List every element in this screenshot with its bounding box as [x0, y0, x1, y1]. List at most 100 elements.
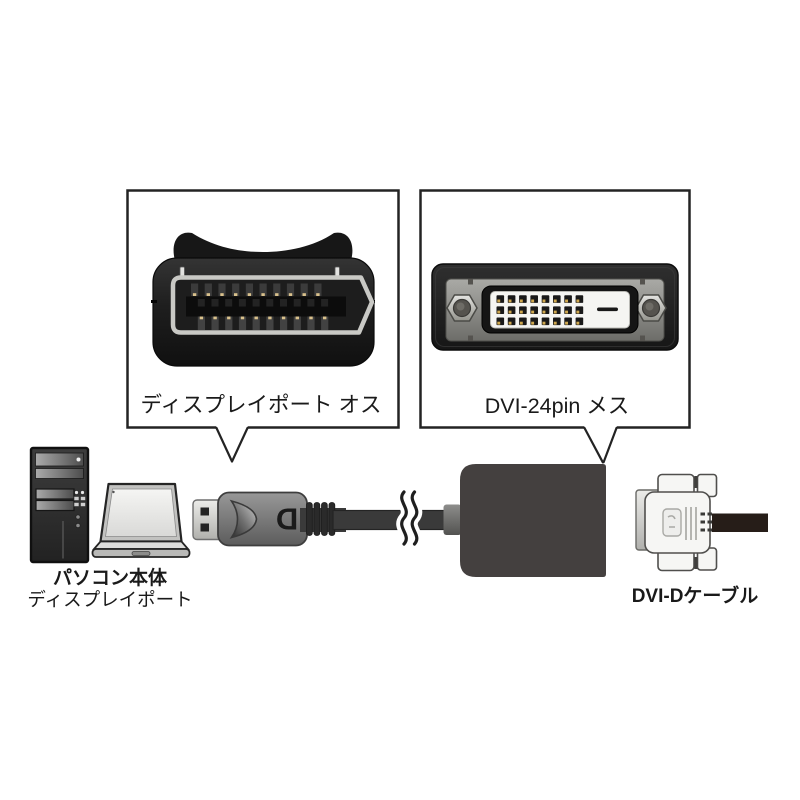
pin [199, 316, 204, 320]
dp-logo-letter: D [276, 502, 298, 537]
pin [519, 299, 523, 303]
adapter-cable [332, 486, 462, 550]
pin [275, 293, 279, 296]
dvi-black-cable [712, 513, 768, 532]
pin [218, 283, 226, 296]
pin [232, 283, 240, 296]
pin [240, 316, 245, 320]
pc-label-line1: パソコン本体 [53, 566, 168, 589]
dp-logo-crescent [229, 499, 258, 539]
dvi-plug-vents [685, 507, 697, 540]
pin [197, 299, 205, 307]
pin [565, 310, 568, 314]
pin [238, 316, 247, 330]
pin [542, 310, 546, 314]
panel-notch [468, 279, 473, 285]
dp-photo-seam-left [151, 300, 157, 303]
laptop-keyboard-deck [92, 540, 190, 550]
pin [307, 316, 315, 330]
pin [293, 299, 301, 307]
pin [553, 299, 557, 303]
cable-break-icon [396, 486, 423, 550]
pin [286, 283, 295, 296]
pin [211, 316, 219, 330]
displayport-male-photo [151, 232, 375, 367]
pin [531, 299, 535, 303]
pin [531, 321, 535, 325]
dvi-plug-grille [700, 512, 712, 532]
dvi-logo-mark [667, 515, 676, 528]
pin [225, 299, 233, 307]
dp-pin-row-middle [197, 299, 329, 307]
pin [266, 316, 274, 330]
pin [497, 321, 501, 325]
pin [309, 316, 313, 320]
dvi-hex-nut-right [635, 294, 667, 322]
dvi-callout-pointer [583, 425, 618, 464]
pin [508, 310, 512, 314]
panel-notch [640, 335, 645, 341]
dvi-pin-grid [496, 295, 584, 326]
dvi-female-photo [431, 263, 679, 351]
pin [542, 299, 546, 303]
pin [280, 316, 288, 330]
dvi-d-plug-icon [635, 473, 768, 572]
pin [225, 316, 233, 330]
panel-notch [640, 279, 645, 285]
pin [213, 316, 217, 320]
pin [321, 316, 329, 330]
cable-strain-nub [443, 504, 462, 535]
pin [245, 283, 253, 296]
pin [300, 283, 308, 296]
dp-plug-pin-hole [200, 507, 209, 516]
pin [542, 321, 546, 325]
pin [211, 299, 219, 307]
laptop-screen [105, 488, 177, 537]
pin [519, 310, 523, 314]
pin [280, 299, 287, 307]
pin [576, 299, 580, 303]
pin [321, 299, 329, 307]
pin [531, 310, 535, 314]
thumbscrew-shaft [694, 557, 698, 569]
pin [565, 321, 568, 325]
cable-run [332, 509, 447, 531]
pin [307, 299, 315, 307]
pin [266, 299, 274, 307]
webcam-dot [112, 490, 115, 494]
pin [314, 283, 322, 296]
dp-plug-pin-hole [200, 523, 209, 532]
pin [252, 299, 260, 307]
pin [268, 316, 272, 320]
pin [192, 293, 197, 296]
pin [497, 299, 501, 303]
panel-notch [468, 335, 473, 341]
dp-pin-row-top [191, 283, 322, 296]
pin [191, 283, 199, 296]
tower-button [75, 514, 81, 520]
dvi-cable-label: DVI-Dケーブル [632, 584, 759, 607]
pc-label-line2: ディスプレイポート [27, 589, 192, 610]
pin [576, 321, 580, 325]
pin [220, 293, 224, 296]
tower-button [75, 522, 81, 529]
laptop-icon [91, 482, 191, 558]
desktop-pc-icon [29, 446, 90, 564]
pin [254, 316, 258, 320]
pin [238, 299, 246, 307]
displayport-callout-pointer [215, 425, 249, 463]
pin [293, 316, 301, 330]
pin [316, 293, 320, 296]
pin [234, 293, 238, 296]
pin [247, 293, 252, 296]
pin [302, 293, 306, 296]
pin [508, 299, 512, 303]
pin [323, 316, 327, 320]
adapter-housing [460, 464, 606, 577]
pin [508, 321, 512, 325]
pin [259, 283, 267, 296]
pin [288, 293, 293, 296]
pin [204, 283, 212, 296]
dvi-blade-slot [597, 307, 618, 312]
pin [273, 283, 281, 296]
